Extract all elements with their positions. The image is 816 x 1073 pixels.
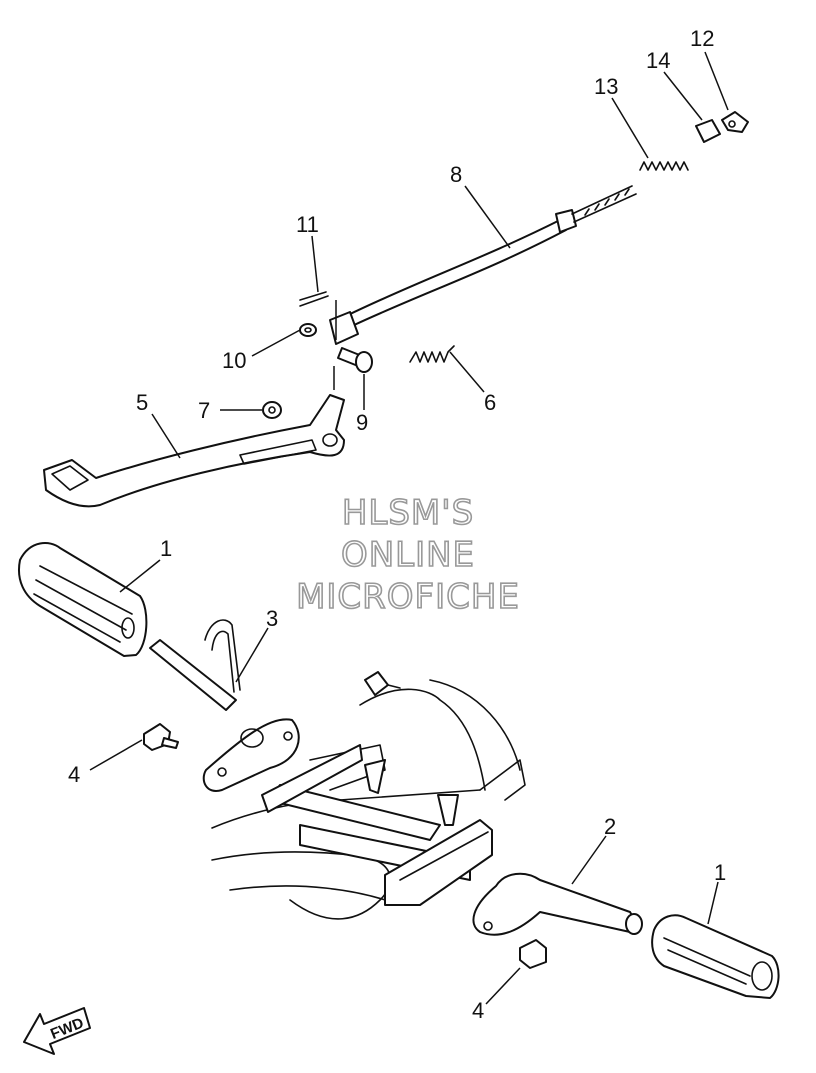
callout-10: 10	[222, 348, 246, 373]
watermark-line-3: MICROFICHE	[296, 577, 520, 617]
watermark-line-1: HLSM'S	[342, 493, 474, 533]
callout-13: 13	[594, 74, 618, 99]
callout-5: 5	[136, 390, 148, 415]
callout-7: 7	[198, 398, 210, 423]
spring-13	[639, 161, 689, 171]
frame-outline	[211, 671, 526, 920]
adjuster-nut-14	[695, 119, 721, 143]
clevis-pin-9	[337, 347, 373, 373]
footrest-1-right	[651, 914, 780, 999]
cotter-pin-11	[299, 291, 329, 307]
bolt-4-rear	[519, 939, 547, 969]
footrest-bracket-2	[472, 872, 643, 936]
callout-11: 11	[296, 212, 319, 237]
callout-14: 14	[646, 48, 670, 73]
return-spring-6	[409, 345, 455, 363]
callout-9: 9	[356, 410, 368, 435]
callout-8: 8	[450, 162, 462, 187]
callout-2: 2	[604, 814, 616, 839]
brake-pedal-5	[43, 394, 345, 508]
callouts: 12 14 13 8 11 10 9 6 7 5 1 3 4 2 1 4	[68, 26, 726, 1023]
washer-10	[299, 323, 317, 337]
leader-lines	[89, 51, 729, 1005]
callout-12: 12	[690, 26, 714, 51]
brake-rod-8	[329, 185, 637, 345]
cable-end-fitting-12	[721, 111, 749, 133]
callout-4-upper: 4	[68, 762, 80, 787]
fwd-label: FWD	[48, 1014, 86, 1043]
footrest-bracket-3	[149, 619, 300, 792]
watermark-line-2: ONLINE	[341, 535, 475, 575]
fwd-arrow-icon: FWD	[23, 1007, 91, 1055]
callout-3: 3	[266, 606, 278, 631]
callout-4-lower: 4	[472, 998, 484, 1023]
callout-6: 6	[484, 390, 496, 415]
callout-1-lower: 1	[714, 860, 726, 885]
callout-1-upper: 1	[160, 536, 172, 561]
watermark: HLSM'S ONLINE MICROFICHE	[295, 492, 520, 618]
washer-7	[262, 401, 282, 419]
bolt-4-front	[143, 723, 179, 751]
footrest-1-left	[18, 542, 148, 657]
